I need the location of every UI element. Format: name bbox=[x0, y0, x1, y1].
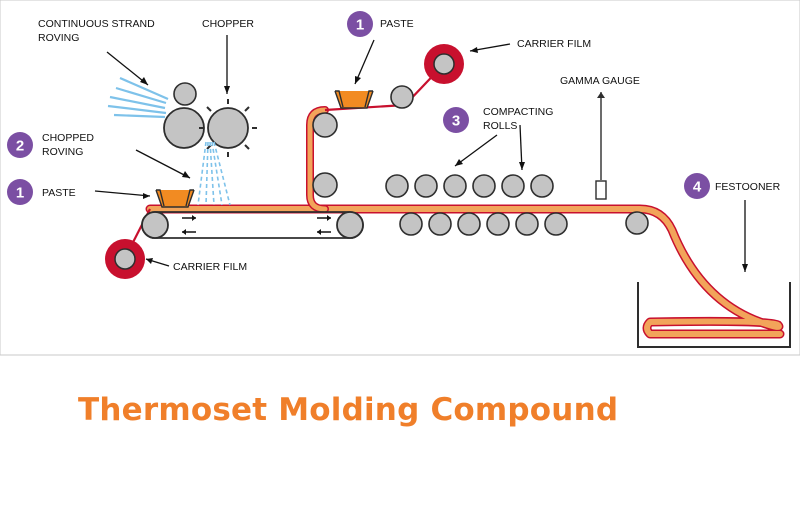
paste-hopper-upper bbox=[334, 90, 374, 109]
label-continuous-strand-roving-line2: ROVING bbox=[38, 32, 79, 44]
carrier-film-spool-lower bbox=[105, 239, 145, 279]
svg-text:3: 3 bbox=[452, 113, 460, 130]
roving-guide-roller bbox=[173, 82, 197, 106]
feed-roller bbox=[163, 107, 205, 149]
paste-hopper-lower bbox=[155, 189, 195, 208]
label-gamma-gauge: GAMMA GAUGE bbox=[560, 75, 640, 87]
label-chopped-roving-line2: ROVING bbox=[42, 146, 83, 158]
label-paste-lower: PASTE bbox=[42, 187, 76, 199]
page-title: Thermoset Molding Compound bbox=[78, 392, 619, 428]
chopper-blade-icon bbox=[199, 99, 257, 157]
end-roller bbox=[625, 211, 649, 235]
upper-roller-top bbox=[312, 112, 338, 138]
gamma-gauge bbox=[595, 92, 607, 200]
badge-paste-upper: 1 bbox=[347, 11, 373, 37]
svg-text:4: 4 bbox=[693, 179, 702, 196]
roving-fibers bbox=[107, 76, 169, 119]
label-festooner: FESTOONER bbox=[715, 181, 781, 193]
badge-compacting-rolls: 3 bbox=[443, 107, 469, 133]
arrow-left-icon bbox=[182, 229, 331, 235]
label-compacting-rolls-line1: COMPACTING bbox=[483, 106, 553, 118]
conveyor-roller-right bbox=[336, 211, 364, 239]
compacting-rolls-top bbox=[385, 174, 554, 198]
label-carrier-film-upper: CARRIER FILM bbox=[517, 38, 591, 50]
label-compacting-rolls-line2: ROLLS bbox=[483, 120, 517, 132]
badge-chopped-roving: 2 bbox=[7, 132, 33, 158]
label-chopper: CHOPPER bbox=[202, 18, 254, 30]
arrow-right-icon bbox=[182, 215, 331, 221]
badge-paste-lower: 1 bbox=[7, 179, 33, 205]
chopped-roving-stream bbox=[197, 141, 231, 206]
festooner-bin bbox=[637, 282, 791, 348]
svg-text:1: 1 bbox=[356, 17, 364, 34]
compacting-rolls-bottom bbox=[399, 212, 568, 236]
leader-arrowheads bbox=[140, 47, 748, 272]
svg-text:2: 2 bbox=[16, 138, 24, 155]
label-chopped-roving-line1: CHOPPED bbox=[42, 132, 94, 144]
label-continuous-strand-roving-line1: CONTINUOUS STRAND bbox=[38, 18, 155, 30]
carrier-film-guide-roller bbox=[390, 85, 414, 109]
label-carrier-film-lower: CARRIER FILM bbox=[173, 261, 247, 273]
conveyor-belt bbox=[141, 211, 364, 239]
label-paste-upper: PASTE bbox=[380, 18, 414, 30]
conveyor-roller-left bbox=[141, 211, 169, 239]
badge-festooner: 4 bbox=[684, 173, 710, 199]
upper-roller-bottom bbox=[312, 172, 338, 198]
carrier-film-spool-upper bbox=[424, 44, 464, 84]
svg-text:1: 1 bbox=[16, 185, 24, 202]
compound-sheet-core bbox=[147, 206, 783, 337]
